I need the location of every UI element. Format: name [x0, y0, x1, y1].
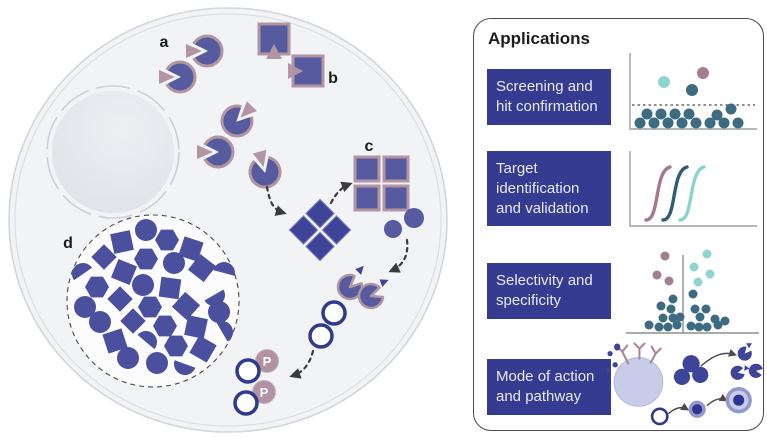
phospho-pair: P: [235, 349, 279, 384]
arrow-activation-2: [706, 393, 728, 406]
phosphate-label: P: [263, 354, 272, 369]
dose-curve: [678, 165, 706, 222]
label-d: d: [63, 235, 73, 252]
free-ligand-dots: [605, 344, 621, 373]
mode-of-action-illustration: [605, 341, 764, 426]
application-box-screening: Screening and hit confirmation: [487, 69, 611, 125]
phospho-pair: P: [233, 380, 276, 416]
selectivity-chart: [626, 249, 759, 334]
label-c: c: [365, 138, 374, 155]
panel-title: Applications: [488, 29, 591, 48]
application-box-target: Target identification and validation: [487, 151, 611, 227]
diamond-cluster: [288, 198, 352, 262]
chart-axes: [629, 53, 757, 130]
chart-axes: [629, 151, 757, 227]
open-circle-group: [308, 300, 347, 349]
cell-icon: [613, 357, 664, 407]
arrow-to-pacman: [388, 238, 409, 273]
selectivity-dots: [644, 249, 730, 332]
cell-membrane: [8, 7, 448, 433]
label-b: b: [328, 70, 338, 87]
applications-panel: Applications Screening and hit confirmat…: [473, 18, 764, 431]
application-box-selectivity: Selectivity and specificity: [487, 263, 611, 319]
active-circle-large: [725, 387, 752, 414]
arrow-to-phospho: [289, 349, 315, 379]
label-a: a: [160, 34, 169, 51]
cell-diagram: a b c d: [8, 7, 448, 433]
square-grid: [353, 155, 410, 212]
application-box-mode-of-action: Mode of action and pathway: [487, 359, 611, 415]
screening-dots: [634, 67, 744, 129]
active-circle-small: [688, 400, 706, 418]
arrow-to-diamonds: [265, 185, 287, 216]
arrow-cleavage: [700, 348, 737, 367]
dose-response-chart: [629, 151, 757, 227]
cell-membrane-inner: [14, 13, 442, 427]
protein-circle: [404, 208, 424, 228]
inactive-circle: [650, 407, 669, 426]
dose-curve: [644, 165, 672, 222]
cleaved-pacman-icons: [728, 341, 764, 383]
screening-chart: [629, 53, 757, 130]
dose-curve: [661, 165, 689, 222]
pacman-enzyme-group: [335, 265, 389, 312]
arrow-to-grid: [329, 181, 353, 205]
phosphate-label: P: [260, 385, 269, 400]
compound-library-shapes: [72, 219, 235, 375]
nucleus: [46, 85, 180, 219]
protein-trio: [673, 355, 709, 385]
protein-circle: [384, 220, 402, 238]
arrow-activation-1: [668, 402, 690, 415]
